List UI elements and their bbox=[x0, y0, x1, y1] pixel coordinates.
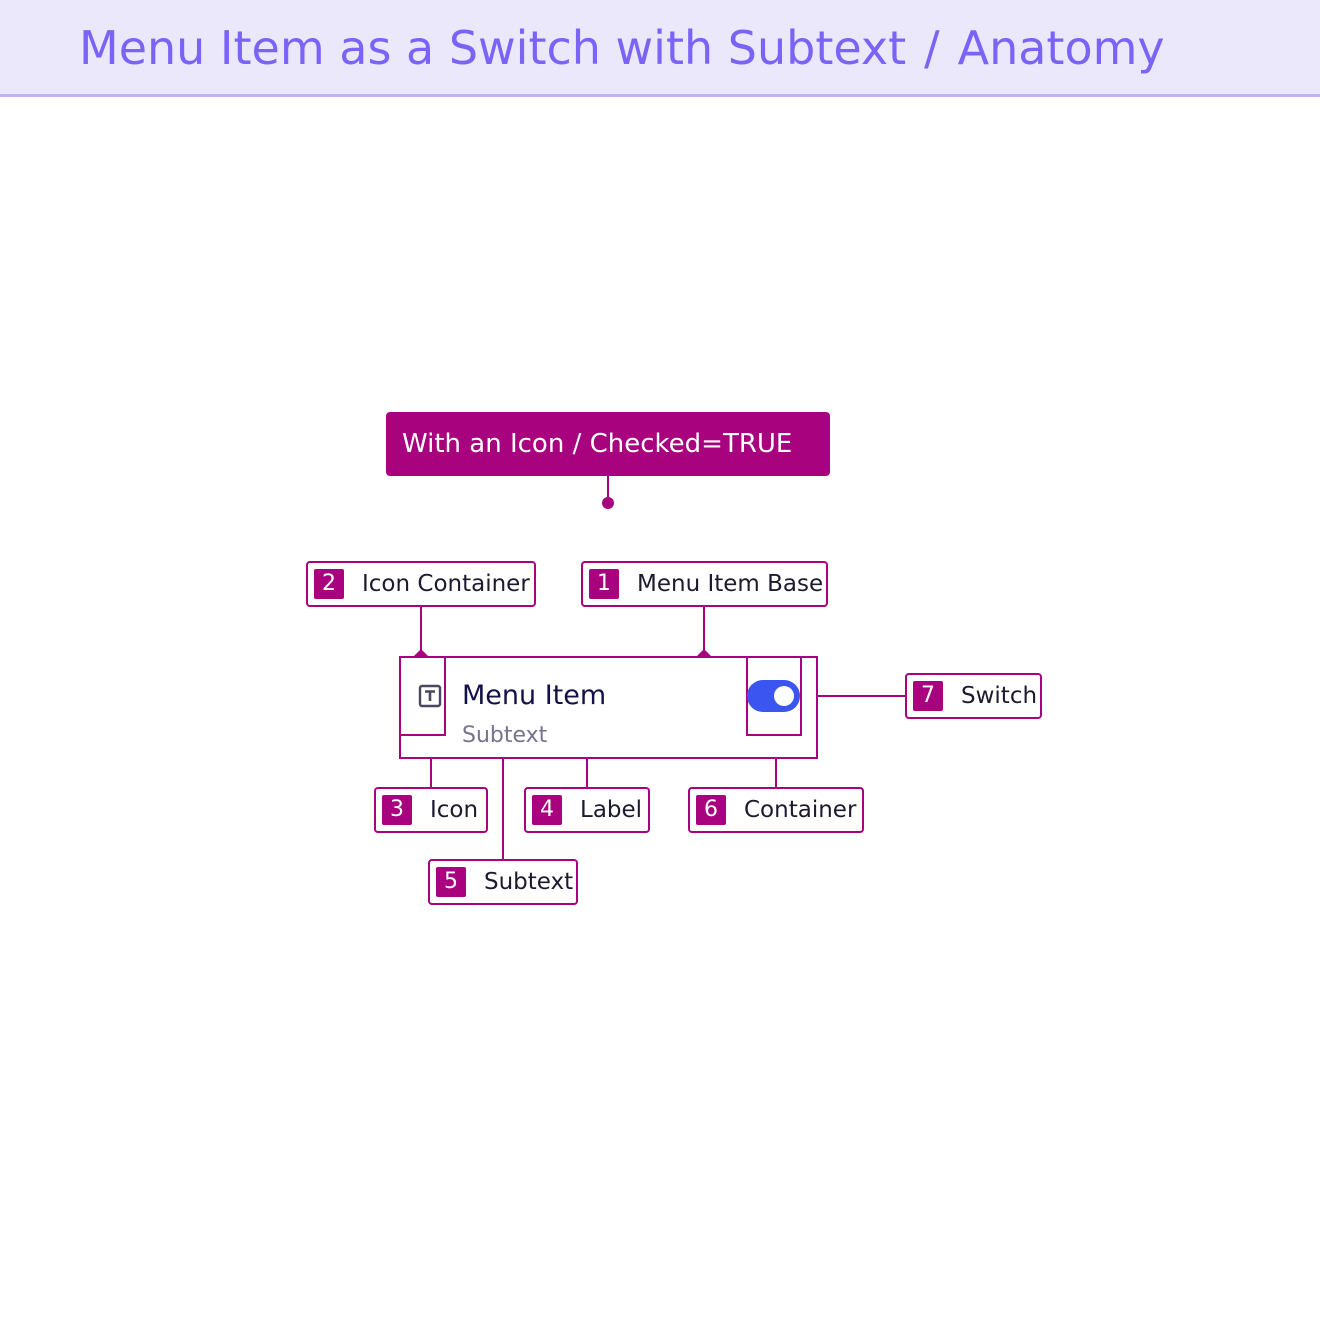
callout-text: Menu Item Base bbox=[637, 571, 824, 597]
callout-subtext: 5 Subtext bbox=[428, 859, 578, 905]
callout-number: 5 bbox=[436, 867, 466, 897]
variant-connector-dot bbox=[602, 497, 614, 509]
callout-text: Subtext bbox=[484, 869, 574, 895]
marker-menu-item-base bbox=[697, 649, 711, 656]
menu-item-subtext: Subtext bbox=[462, 723, 548, 748]
callout-number: 2 bbox=[314, 569, 344, 599]
page-title: Menu Item as a Switch with Subtext / Anato… bbox=[79, 18, 1165, 78]
variant-label: With an Icon / Checked=TRUE bbox=[386, 412, 830, 476]
callout-text: Container bbox=[744, 797, 857, 823]
callout-number: 4 bbox=[532, 795, 562, 825]
callout-text: Switch bbox=[961, 683, 1038, 709]
callout-text: Icon Container bbox=[362, 571, 530, 597]
callout-container: 6 Container bbox=[688, 787, 864, 833]
page-header: Menu Item as a Switch with Subtext / Anato… bbox=[0, 0, 1320, 97]
callout-icon-container: 2 Icon Container bbox=[306, 561, 536, 607]
callout-number: 6 bbox=[696, 795, 726, 825]
callout-menu-item-base: 1 Menu Item Base bbox=[581, 561, 828, 607]
callout-text: Label bbox=[580, 797, 643, 823]
callout-label: 4 Label bbox=[524, 787, 650, 833]
title-text: Menu Item as a Switch with Subtext bbox=[79, 21, 907, 75]
toggle-switch[interactable] bbox=[747, 680, 800, 712]
callout-number: 3 bbox=[382, 795, 412, 825]
callout-switch: 7 Switch bbox=[905, 673, 1042, 719]
marker-icon-container bbox=[414, 649, 428, 656]
menu-item-label: Menu Item bbox=[462, 680, 607, 711]
text-format-icon bbox=[418, 684, 442, 708]
callout-number: 7 bbox=[913, 681, 943, 711]
callout-icon: 3 Icon bbox=[374, 787, 488, 833]
menu-item-base[interactable] bbox=[399, 656, 818, 759]
section-text: Anatomy bbox=[957, 21, 1165, 75]
callout-number: 1 bbox=[589, 569, 619, 599]
icon-container bbox=[399, 656, 446, 736]
switch-knob bbox=[774, 686, 794, 706]
callout-text: Icon bbox=[430, 797, 479, 823]
title-separator: / bbox=[924, 21, 940, 75]
